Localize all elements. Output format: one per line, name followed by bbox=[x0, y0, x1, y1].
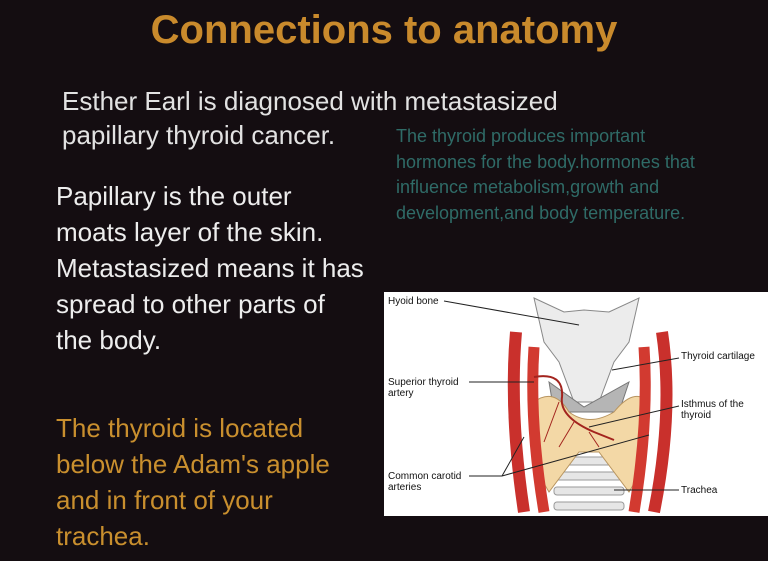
label-line: Common carotid bbox=[388, 471, 462, 482]
label-common-carotid: Common carotid arteries bbox=[388, 471, 461, 493]
definitions-text: Papillary is the outer moats layer of th… bbox=[56, 181, 364, 355]
intro-text: Esther Earl is diagnosed with metastasiz… bbox=[62, 84, 558, 152]
label-superior-thyroid-artery: Superior thyroid artery bbox=[388, 377, 459, 399]
label-hyoid-bone: Hyoid bone bbox=[388, 296, 439, 307]
intro-line-2: papillary thyroid cancer. bbox=[62, 120, 336, 150]
label-line: thyroid bbox=[681, 410, 712, 421]
label-line: arteries bbox=[388, 482, 422, 493]
thyroid-anatomy-diagram: Hyoid bone Thyroid cartilage Superior th… bbox=[384, 292, 768, 516]
label-line: Isthmus of the bbox=[681, 399, 744, 410]
slide-title: Connections to anatomy bbox=[150, 8, 618, 52]
label-line: Superior thyroid bbox=[388, 377, 459, 388]
label-trachea: Trachea bbox=[681, 485, 718, 496]
function-note: The thyroid produces important hormones … bbox=[396, 126, 695, 223]
thyroid-illustration bbox=[443, 297, 680, 514]
label-thyroid-cartilage: Thyroid cartilage bbox=[681, 351, 755, 362]
intro-line-1: Esther Earl is diagnosed with metastasiz… bbox=[62, 86, 558, 116]
location-text: The thyroid is located below the Adam's … bbox=[56, 413, 330, 551]
label-isthmus: Isthmus of the thyroid bbox=[681, 399, 744, 421]
label-line: artery bbox=[388, 388, 414, 399]
